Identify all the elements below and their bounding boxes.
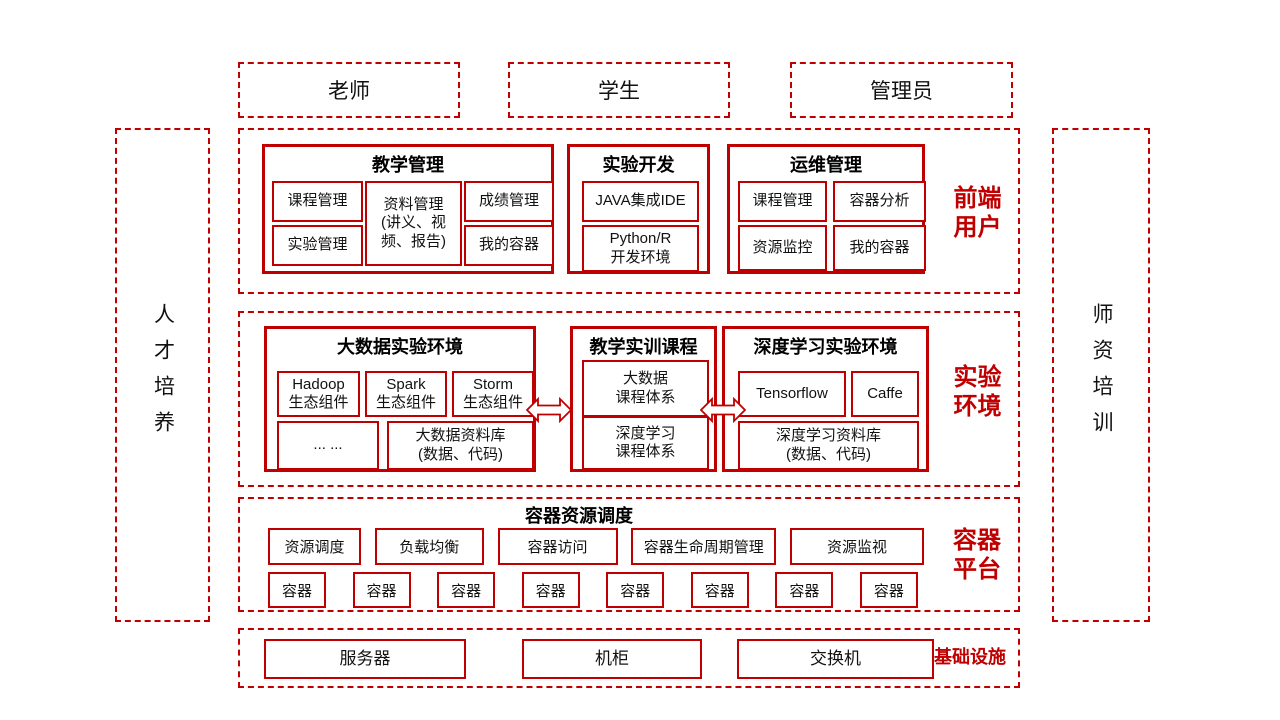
actor-box-teacher: 老师 xyxy=(238,62,460,118)
node-python-env: Python/R 开发环境 xyxy=(582,225,699,272)
node-container: 容器 xyxy=(606,572,665,608)
teacher-training-label: 师资培训 xyxy=(1090,303,1113,447)
node-resource-scheduling: 资源调度 xyxy=(268,528,361,565)
actor-box-admin: 管理员 xyxy=(790,62,1013,118)
node-container: 容器 xyxy=(690,572,749,608)
infrastructure-label: 基础设施 xyxy=(934,647,1006,667)
panel-teacher-training: 师资培训 xyxy=(1052,128,1150,622)
node-experiment-management: 实验管理 xyxy=(272,225,363,266)
node-hadoop: Hadoop 生态组件 xyxy=(277,371,360,417)
node-container: 容器 xyxy=(859,572,918,608)
node-rack: 机柜 xyxy=(522,639,702,679)
node-load-balancing: 负载均衡 xyxy=(374,528,484,565)
node-storm: Storm 生态组件 xyxy=(452,371,534,417)
node-container: 容器 xyxy=(775,572,834,608)
node-bigdata-library: 大数据资料库 (数据、代码) xyxy=(387,421,534,470)
actor-student-label: 学生 xyxy=(598,80,640,103)
node-container: 容器 xyxy=(521,572,580,608)
node-more-components: ... ... xyxy=(277,421,379,470)
node-tensorflow: Tensorflow xyxy=(738,371,846,417)
node-container-access: 容器访问 xyxy=(497,528,618,565)
node-container: 容器 xyxy=(437,572,496,608)
node-container-lifecycle: 容器生命周期管理 xyxy=(631,528,777,565)
node-deeplearning-library: 深度学习资料库 (数据、代码) xyxy=(738,421,919,470)
bigdata-environment-title: 大数据实验环境 xyxy=(337,337,463,357)
node-material-management: 资料管理 (讲义、视 频、报告) xyxy=(365,181,462,266)
group-bigdata-environment: 大数据实验环境 Hadoop 生态组件 Spark 生态组件 Storm 生态组… xyxy=(264,326,536,472)
node-server: 服务器 xyxy=(264,639,466,679)
group-training-courses: 教学实训课程 大数据 课程体系 深度学习 课程体系 xyxy=(570,326,717,472)
node-bigdata-course-system: 大数据 课程体系 xyxy=(582,360,709,417)
operations-management-title: 运维管理 xyxy=(790,155,862,175)
section-frontend-users: 教学管理 课程管理 资料管理 (讲义、视 频、报告) 成绩管理 实验管理 我的容… xyxy=(238,128,1020,294)
node-container-analysis: 容器分析 xyxy=(833,181,926,222)
section-infrastructure: 服务器 机柜 交换机 基础设施 xyxy=(238,628,1020,688)
section-experiment-environment: 大数据实验环境 Hadoop 生态组件 Spark 生态组件 Storm 生态组… xyxy=(238,311,1020,487)
experiment-development-title: 实验开发 xyxy=(602,155,675,175)
actor-box-student: 学生 xyxy=(508,62,730,118)
node-resource-monitor: 资源监控 xyxy=(738,225,827,271)
actor-admin-label: 管理员 xyxy=(870,80,933,103)
training-courses-title: 教学实训课程 xyxy=(589,337,698,357)
group-deeplearning-environment: 深度学习实验环境 Tensorflow Caffe 深度学习资料库 (数据、代码… xyxy=(722,326,929,472)
double-arrow-icon xyxy=(526,397,572,423)
teaching-management-title: 教学管理 xyxy=(372,155,444,175)
node-ops-course-management: 课程管理 xyxy=(738,181,827,222)
frontend-users-label: 前端 用户 xyxy=(953,185,1002,242)
actor-teacher-label: 老师 xyxy=(328,80,370,103)
node-ops-my-container: 我的容器 xyxy=(833,225,926,271)
node-deep-course-system: 深度学习 课程体系 xyxy=(582,416,709,470)
node-container: 容器 xyxy=(352,572,411,608)
node-java-ide: JAVA集成IDE xyxy=(582,181,699,222)
container-scheduling-title: 容器资源调度 xyxy=(525,506,633,526)
node-caffe: Caffe xyxy=(851,371,919,417)
container-platform-label: 容器 平台 xyxy=(953,527,1001,584)
experiment-environment-label: 实验 环境 xyxy=(953,364,1002,421)
node-spark: Spark 生态组件 xyxy=(365,371,447,417)
talent-cultivation-label: 人才培养 xyxy=(151,303,175,447)
node-my-container: 我的容器 xyxy=(464,225,554,266)
group-operations-management: 运维管理 课程管理 容器分析 资源监控 我的容器 xyxy=(727,144,926,274)
node-grade-management: 成绩管理 xyxy=(464,181,554,222)
group-experiment-development: 实验开发 JAVA集成IDE Python/R 开发环境 xyxy=(567,144,710,274)
node-resource-watch: 资源监视 xyxy=(790,528,924,565)
node-switch: 交换机 xyxy=(737,639,934,679)
platform-container-row: 容器 容器 容器 容器 容器 容器 容器 容器 xyxy=(268,572,918,608)
section-container-platform: 容器资源调度 资源调度 负载均衡 容器访问 容器生命周期管理 资源监视 容器 容… xyxy=(238,497,1020,612)
platform-function-row: 资源调度 负载均衡 容器访问 容器生命周期管理 资源监视 xyxy=(268,528,924,565)
panel-talent-cultivation: 人才培养 xyxy=(115,128,210,622)
group-teaching-management: 教学管理 课程管理 资料管理 (讲义、视 频、报告) 成绩管理 实验管理 我的容… xyxy=(262,144,554,274)
node-course-management: 课程管理 xyxy=(272,181,363,222)
node-container: 容器 xyxy=(268,572,326,608)
double-arrow-icon xyxy=(700,397,746,423)
deeplearning-environment-title: 深度学习实验环境 xyxy=(753,337,898,357)
